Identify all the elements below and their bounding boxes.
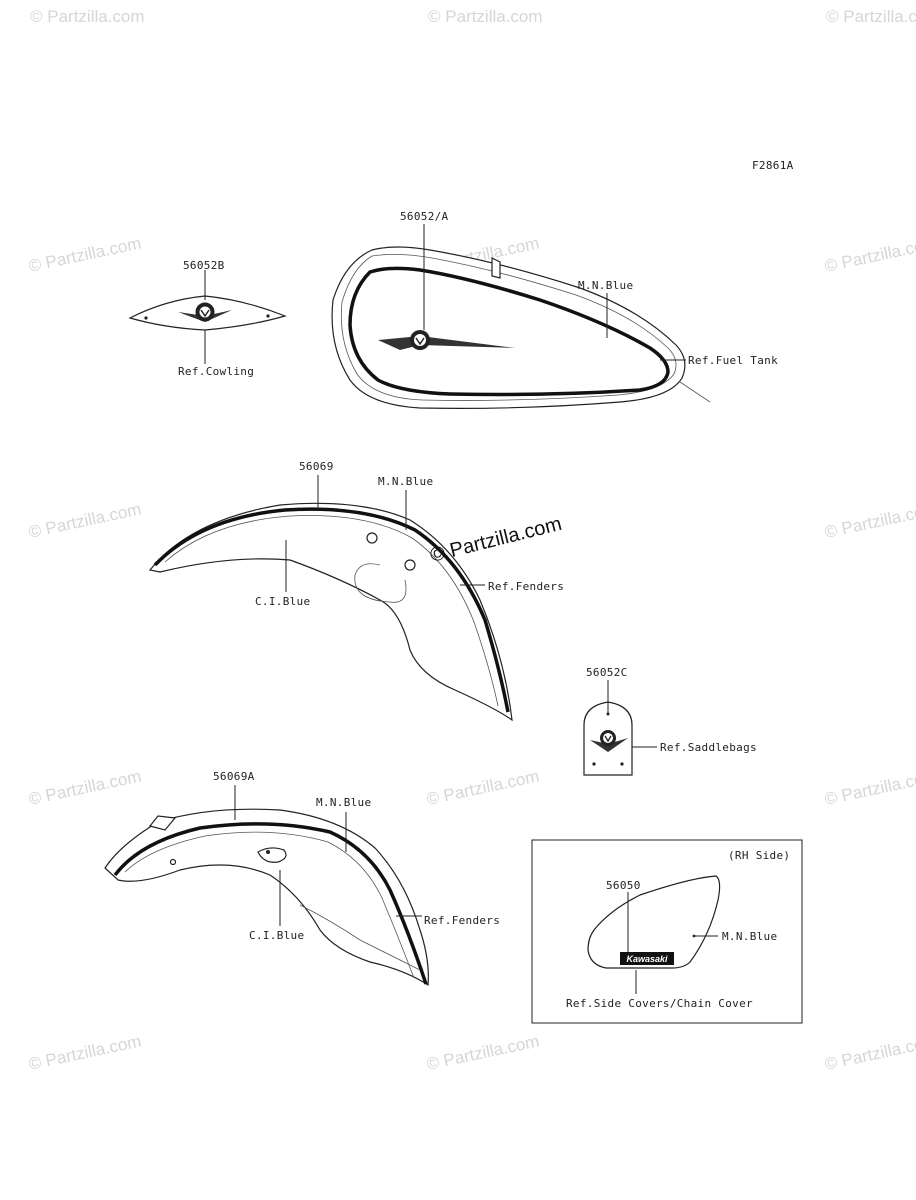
part-number-label: 56052/A (400, 210, 449, 223)
fender-mount-hole-icon (404, 559, 416, 571)
front-fender-outline (148, 502, 513, 722)
color-label: M.N.Blue (578, 279, 633, 292)
watermark: © Partzilla.com (823, 1032, 916, 1074)
rear-fender-group: 56069A M.N.Blue C.I.Blue Ref.Fenders (104, 770, 500, 987)
watermark: © Partzilla.com (425, 1032, 541, 1074)
hole-icon (266, 850, 270, 854)
color-label: C.I.Blue (249, 929, 304, 942)
emblem-badge-inner-icon (414, 334, 426, 346)
side-label: (RH Side) (728, 849, 790, 862)
emblem-v-icon (604, 735, 612, 743)
watermark: © Partzilla.com (30, 7, 145, 26)
rear-fender-slot-icon (257, 847, 287, 863)
watermark: © Partzilla.com (27, 767, 143, 809)
watermark: © Partzilla.com (27, 500, 143, 542)
fuel-cap-icon (491, 257, 501, 279)
diagram-id: F2861A (752, 159, 794, 172)
watermark: © Partzilla.com (823, 500, 916, 542)
watermark: © Partzilla.com (425, 767, 541, 809)
fender-mount-hole-icon (366, 532, 378, 544)
emblem-badge-inner-icon (603, 733, 613, 743)
fuel-tank-stripe (348, 266, 670, 397)
side-cover-box: (RH Side) Kawasaki 56050 M.N.Blue Ref.Si… (531, 839, 803, 1024)
reference-label: Ref.Fenders (488, 580, 564, 593)
rear-fender-outline (104, 808, 429, 987)
reference-label: Ref.Fuel Tank (688, 354, 778, 367)
watermark: © Partzilla.com (823, 234, 916, 276)
color-label: M.N.Blue (316, 796, 371, 809)
hole-icon (144, 316, 148, 320)
cowling-emblem-group: 56052B Ref.Cowling (128, 259, 287, 378)
emblem-badge-inner-icon (199, 306, 211, 318)
side-cover-outline (587, 875, 721, 969)
leader-dot-icon (692, 934, 696, 938)
watermark: © Partzilla.com (826, 7, 916, 26)
front-fender-group: 56069 M.N.Blue C.I.Blue Ref.Fenders (148, 460, 564, 722)
part-number-label: 56069A (213, 770, 255, 783)
color-label: C.I.Blue (255, 595, 310, 608)
emblem-v-icon (200, 309, 210, 318)
part-number-label: 56069 (299, 460, 334, 473)
rear-fender-inner (299, 904, 421, 971)
color-label: M.N.Blue (722, 930, 777, 943)
part-number-label: 56052C (586, 666, 628, 679)
fuel-tank-outline (331, 246, 686, 409)
saddlebag-emblem-group: 56052C Ref.Saddlebags (583, 666, 757, 776)
reference-label: Ref.Cowling (178, 365, 254, 378)
center-watermark: © Partzilla.com (428, 513, 564, 567)
hole-icon (266, 314, 270, 318)
leader-dot-icon (606, 712, 610, 716)
hole-icon (620, 762, 624, 766)
part-number-label: 56052B (183, 259, 225, 272)
rear-fender-tab-icon (148, 815, 177, 831)
kawasaki-badge (620, 952, 674, 965)
hole-icon (592, 762, 596, 766)
reference-label: Ref.Fenders (424, 914, 500, 927)
watermark: © Partzilla.com (823, 767, 916, 809)
watermark: © Partzilla.com (428, 7, 543, 26)
reference-label: Ref.Side Covers/Chain Cover (566, 997, 753, 1010)
watermark: © Partzilla.com (27, 1032, 143, 1074)
part-number-label: 56050 (606, 879, 641, 892)
color-label: M.N.Blue (378, 475, 433, 488)
reference-label: Ref.Saddlebags (660, 741, 757, 754)
rear-fender-edge (124, 831, 415, 979)
front-fender-edge (164, 515, 499, 707)
fuel-tank-group: 56052/A M.N.Blue Ref.Fuel Tank (331, 210, 778, 409)
fuel-line-icon (679, 381, 711, 403)
watermark: © Partzilla.com (27, 234, 143, 276)
front-fender-inner (354, 563, 407, 603)
kawasaki-badge-text: Kawasaki (626, 954, 668, 964)
emblem-v-icon (415, 337, 425, 346)
hole-icon (169, 858, 177, 866)
side-cover-frame (531, 839, 803, 1024)
